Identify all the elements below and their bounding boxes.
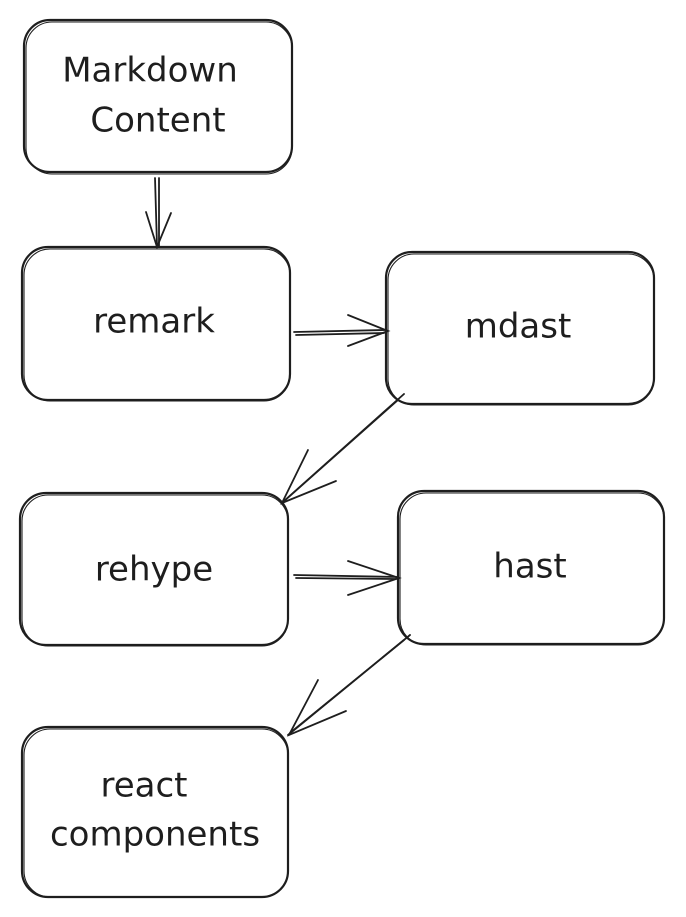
edge-hast-to-react-components <box>287 634 411 737</box>
node-label-line: react <box>100 766 187 806</box>
edge-line <box>154 177 158 247</box>
node-box-sketch <box>387 253 655 406</box>
arrowhead <box>280 449 337 505</box>
node-box-sketch <box>25 21 293 175</box>
node-label-line: components <box>50 815 260 855</box>
node-label-line: remark <box>93 302 215 342</box>
arrowhead <box>347 560 402 596</box>
edge-rehype-to-hast <box>293 560 402 596</box>
node-label-line: mdast <box>465 307 572 347</box>
node-hast: hast <box>396 489 666 646</box>
node-box <box>20 725 290 899</box>
node-react-components: react components <box>20 725 290 899</box>
edge-line-sketch <box>295 332 385 336</box>
arrowhead <box>145 211 172 250</box>
edge-remark-to-mdast <box>293 314 391 347</box>
edge-line <box>293 329 387 333</box>
node-label-line: Markdown <box>62 51 238 91</box>
node-box <box>22 18 294 174</box>
arrowhead <box>347 314 391 347</box>
edge-line-sketch <box>281 399 399 504</box>
node-label-line: rehype <box>95 550 213 590</box>
arrowhead <box>287 679 347 737</box>
edge-markdown-content-to-remark <box>145 177 172 250</box>
node-box-sketch <box>21 494 289 647</box>
node-box-sketch <box>23 728 289 898</box>
node-rehype: rehype <box>18 491 290 647</box>
node-label-line: Content <box>90 101 225 141</box>
edge-line <box>293 574 399 578</box>
node-markdown-content: Markdown Content <box>22 18 294 175</box>
node-label-line: hast <box>493 547 566 587</box>
edge-mdast-to-rehype <box>280 393 405 505</box>
node-remark: remark <box>20 245 292 402</box>
edge-line-sketch <box>295 577 397 580</box>
node-box-sketch <box>399 492 665 646</box>
node-mdast: mdast <box>384 250 656 406</box>
edge-line-sketch <box>287 639 405 736</box>
